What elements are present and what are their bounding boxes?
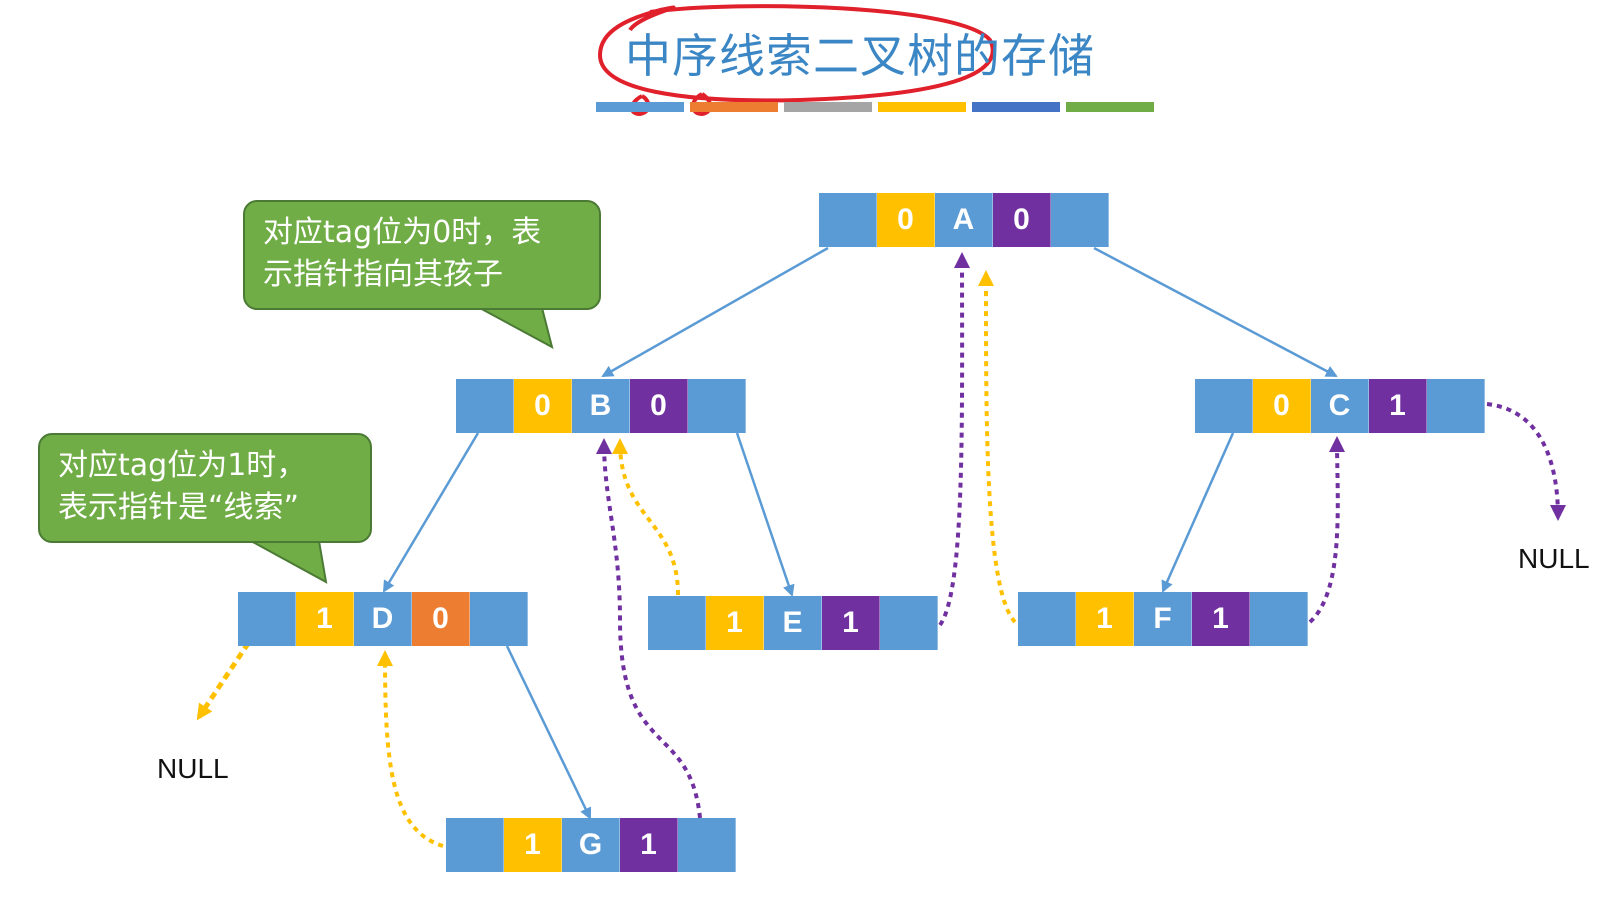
ltag-cell: 1 bbox=[504, 818, 562, 872]
edge-B-E bbox=[735, 432, 795, 597]
thread-G-pred-D bbox=[377, 650, 444, 848]
edge-D-G bbox=[505, 645, 592, 820]
data-cell: A bbox=[935, 193, 993, 247]
lchild-pointer-cell bbox=[456, 379, 514, 433]
edge-B-D bbox=[382, 432, 480, 593]
color-bar-segment bbox=[972, 102, 1060, 112]
lchild-pointer-cell bbox=[819, 193, 877, 247]
callout-line: 对应tag位为1时， bbox=[58, 448, 307, 483]
rtag-cell: 1 bbox=[1369, 379, 1427, 433]
callout-line: 表示指针是“线索” bbox=[58, 490, 300, 525]
page-title: 中序线索二叉树的存储 bbox=[625, 29, 1095, 83]
data-cell: G bbox=[562, 818, 620, 872]
ltag-cell: 1 bbox=[296, 592, 354, 646]
edge-C-F bbox=[1161, 432, 1235, 593]
data-cell: B bbox=[572, 379, 630, 433]
rchild-pointer-cell bbox=[470, 592, 528, 646]
color-bar-segment bbox=[784, 102, 872, 112]
null-label-left: NULL bbox=[157, 753, 229, 784]
title-color-bar bbox=[596, 102, 1154, 112]
thread-F-succ-C bbox=[1308, 436, 1346, 624]
null-label-right: NULL bbox=[1518, 543, 1590, 574]
ltag-cell: 0 bbox=[514, 379, 572, 433]
rtag-cell: 0 bbox=[412, 592, 470, 646]
rchild-pointer-cell bbox=[688, 379, 746, 433]
thread-D-pred-null bbox=[196, 631, 258, 721]
ltag-cell: 1 bbox=[706, 596, 764, 650]
rtag-cell: 1 bbox=[620, 818, 678, 872]
data-cell: E bbox=[764, 596, 822, 650]
thread-G-succ-B bbox=[596, 438, 702, 819]
color-bar-segment bbox=[596, 102, 684, 112]
edge-A-C bbox=[1093, 246, 1338, 378]
callout-line: 示指针指向其孩子 bbox=[263, 257, 503, 292]
color-bar-segment bbox=[1066, 102, 1154, 112]
thread-F-pred-A bbox=[977, 270, 1017, 624]
callout-tag1: 对应tag位为1时， 表示指针是“线索” bbox=[38, 433, 372, 543]
data-cell: D bbox=[354, 592, 412, 646]
rchild-pointer-cell bbox=[1250, 592, 1308, 646]
rchild-pointer-cell bbox=[678, 818, 736, 872]
lchild-pointer-cell bbox=[446, 818, 504, 872]
ltag-cell: 1 bbox=[1076, 592, 1134, 646]
callout-line: 对应tag位为0时，表 bbox=[263, 215, 542, 250]
rtag-cell: 1 bbox=[1192, 592, 1250, 646]
ltag-cell: 0 bbox=[877, 193, 935, 247]
ltag-cell: 0 bbox=[1253, 379, 1311, 433]
thread-E-succ-A bbox=[938, 252, 971, 627]
rchild-pointer-cell bbox=[880, 596, 938, 650]
color-bar-segment bbox=[690, 102, 778, 112]
rchild-pointer-cell bbox=[1051, 193, 1109, 247]
rchild-pointer-cell bbox=[1427, 379, 1485, 433]
lchild-pointer-cell bbox=[1195, 379, 1253, 433]
thread-E-pred-B bbox=[612, 438, 680, 596]
rtag-cell: 1 bbox=[822, 596, 880, 650]
lchild-pointer-cell bbox=[238, 592, 296, 646]
color-bar-segment bbox=[878, 102, 966, 112]
thread-C-succ-null bbox=[1486, 402, 1566, 521]
edge-A-B bbox=[601, 246, 829, 378]
lchild-pointer-cell bbox=[1018, 592, 1076, 646]
data-cell: F bbox=[1134, 592, 1192, 646]
lchild-pointer-cell bbox=[648, 596, 706, 650]
data-cell: C bbox=[1311, 379, 1369, 433]
callout-tag0: 对应tag位为0时，表 示指针指向其孩子 bbox=[243, 200, 601, 310]
rtag-cell: 0 bbox=[630, 379, 688, 433]
rtag-cell: 0 bbox=[993, 193, 1051, 247]
